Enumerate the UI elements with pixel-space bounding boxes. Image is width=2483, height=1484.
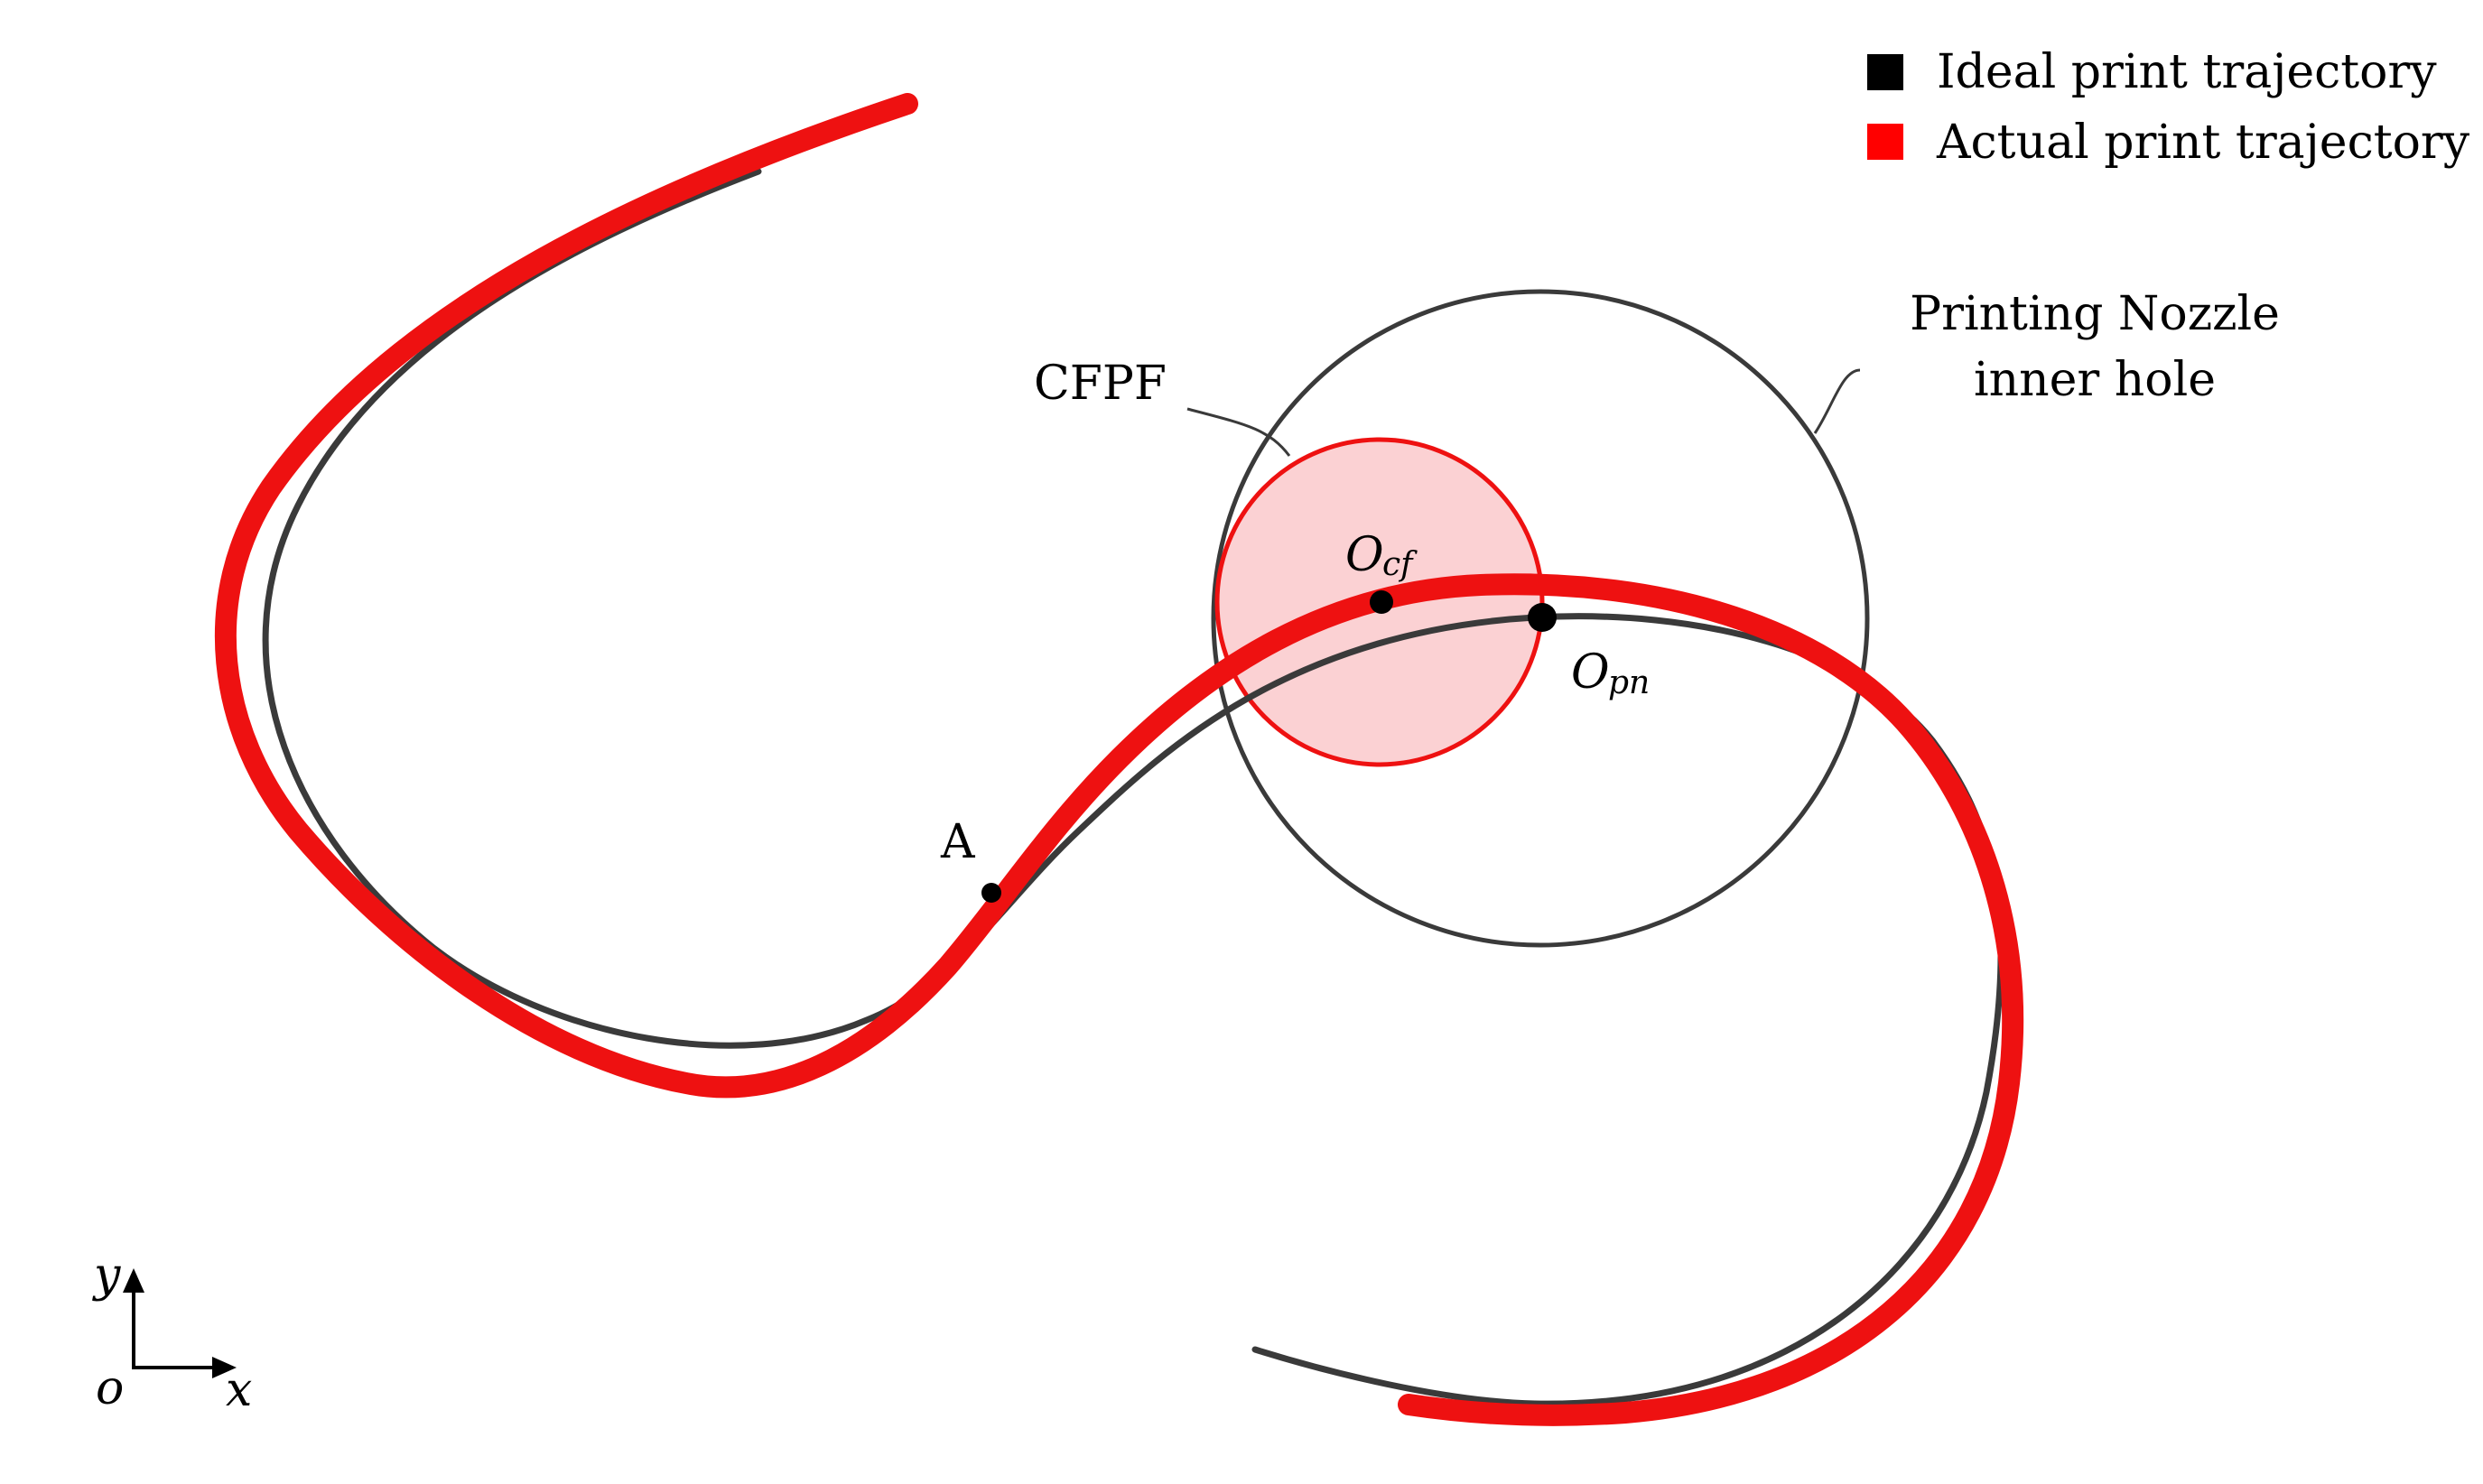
point-opn-marker (1528, 603, 1557, 632)
y-axis-label: y (92, 1248, 121, 1303)
point-a-marker (981, 883, 1001, 903)
point-ocf-marker (1370, 590, 1393, 614)
legend-label-ideal: Ideal print trajectory (1937, 45, 2437, 99)
arrow-right-icon (212, 1357, 237, 1378)
nozzle-label-line2: inner hole (1974, 353, 2216, 407)
ideal-trajectory-path (262, 168, 2004, 1407)
point-opn-label: O pn (1571, 645, 1650, 701)
point-a-label: A (940, 815, 976, 869)
axes-indicator: y x o (92, 1248, 252, 1417)
x-axis-label: x (226, 1363, 252, 1417)
nozzle-inner-hole-circle (1211, 289, 1870, 948)
nozzle-leader-line (1813, 368, 1861, 434)
legend-swatch-actual (1867, 124, 1903, 160)
point-ocf-label-sub: cf (1382, 546, 1418, 583)
origin-label: o (96, 1361, 124, 1415)
legend: Ideal print trajectory Actual print traj… (1867, 45, 2470, 170)
cfpf-leader-line (1186, 407, 1291, 457)
actual-trajectory-path (214, 93, 2024, 1426)
nozzle-label-line1: Printing Nozzle (1910, 287, 2280, 341)
legend-label-actual: Actual print trajectory (1936, 116, 2470, 170)
cfpf-label: CFPF (1034, 357, 1167, 411)
arrow-up-icon (123, 1268, 144, 1293)
point-ocf-label: O cf (1345, 528, 1418, 583)
point-ocf-label-main: O (1345, 528, 1384, 582)
legend-swatch-ideal (1867, 54, 1903, 90)
point-opn-label-main: O (1571, 645, 1610, 700)
point-opn-label-sub: pn (1608, 664, 1650, 701)
